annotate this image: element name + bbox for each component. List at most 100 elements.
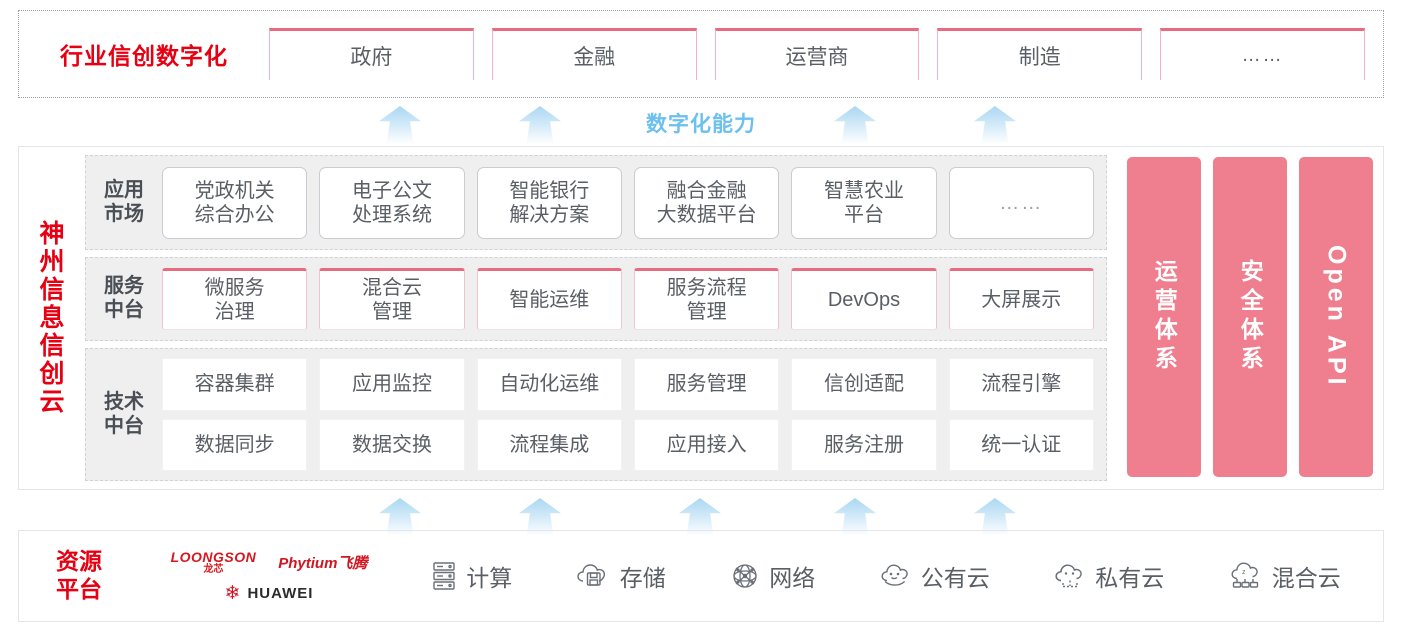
capability-arrow-strip-top: 数字化能力: [0, 100, 1402, 144]
resource-item-network[interactable]: 网络: [730, 559, 815, 593]
resource-arrow-strip-bottom: [0, 492, 1402, 536]
resource-item-label: 私有云: [1095, 565, 1165, 591]
cloud-title-char: 创: [39, 360, 65, 388]
capability-label: 数字化能力: [646, 113, 756, 136]
vendor-logo-row: ❄ HUAWEI: [225, 584, 314, 603]
app-card-fintech-bigdata[interactable]: 融合金融大数据平台: [633, 166, 780, 239]
tech-card-data-sync[interactable]: 数据同步: [162, 418, 308, 471]
industry-card-manufacturing[interactable]: 制造: [937, 28, 1143, 80]
resource-item-label: 计算: [466, 565, 513, 591]
tech-card-automated-ops[interactable]: 自动化运维: [476, 358, 622, 411]
service-card-dashboard-display[interactable]: 大屏展示: [948, 268, 1094, 330]
resource-item-label: 公有云: [920, 565, 990, 591]
cloud-title-char: 云: [39, 388, 65, 416]
loongson-logo-wordmark: LOONGSON: [170, 548, 257, 565]
cloud-title-char: 州: [39, 248, 65, 276]
band-label-service-platform: 服务 中台: [98, 275, 150, 322]
server-rack-icon: [431, 561, 457, 591]
app-card-more[interactable]: ……: [948, 166, 1094, 239]
cloud-storage-icon: [577, 562, 611, 590]
hybrid-cloud-icon: z: [1229, 562, 1263, 590]
app-card-smart-banking[interactable]: 智能银行解决方案: [476, 166, 622, 239]
band-technical-platform: 技术 中台 容器集群 应用监控 自动化运维 服务管理 信创适配 流程引擎: [85, 348, 1107, 481]
cloud-band-list: 应用 市场 党政机关综合办公 电子公文处理系统 智能银行解决方案 融合金融大数据…: [85, 155, 1107, 481]
band-label-line: 应用: [104, 178, 144, 201]
industry-band-title: 行业信创数字化: [60, 43, 228, 69]
resource-item-public-cloud[interactable]: 公有云: [880, 559, 990, 593]
resource-item-hybrid-cloud[interactable]: z 混合云: [1229, 559, 1341, 593]
vendor-logo-row: LOONGSON 龙芯 Phytium飞腾: [171, 550, 368, 575]
industry-band: 行业信创数字化 政府 金融 运营商 制造 ……: [18, 10, 1384, 98]
resource-item-storage[interactable]: 存储: [577, 559, 666, 593]
resource-item-private-cloud[interactable]: 私有云: [1054, 559, 1164, 593]
technical-card-row: 数据同步 数据交换 流程集成 应用接入 服务注册 统一认证: [162, 418, 1094, 471]
tech-card-data-exchange[interactable]: 数据交换: [319, 418, 465, 471]
vendor-logo-list: LOONGSON 龙芯 Phytium飞腾 ❄ HUAWEI: [139, 550, 399, 603]
technical-card-row: 容器集群 应用监控 自动化运维 服务管理 信创适配 流程引擎: [162, 358, 1094, 411]
tech-card-service-registry[interactable]: 服务注册: [791, 418, 937, 471]
application-card-list: 党政机关综合办公 电子公文处理系统 智能银行解决方案 融合金融大数据平台 智慧农…: [162, 166, 1094, 239]
side-panel-label: Open API: [1322, 245, 1351, 389]
technical-platform-inner: 技术 中台 容器集群 应用监控 自动化运维 服务管理 信创适配 流程引擎: [98, 358, 1094, 471]
technical-card-grid: 容器集群 应用监控 自动化运维 服务管理 信创适配 流程引擎 数据同步 数据交换…: [162, 358, 1094, 471]
cloud-title-char: 息: [39, 304, 65, 332]
tech-card-container-cluster[interactable]: 容器集群: [162, 358, 308, 411]
cloud-title-char: 信: [39, 276, 65, 304]
tech-card-process-engine[interactable]: 流程引擎: [948, 358, 1094, 411]
huawei-logo-wordmark: HUAWEI: [247, 584, 314, 602]
side-panel-operations-system[interactable]: 运营体系: [1127, 157, 1201, 477]
tech-card-app-monitoring[interactable]: 应用监控: [319, 358, 465, 411]
resource-title-line: 资源: [56, 548, 102, 575]
resource-item-compute[interactable]: 计算: [431, 559, 512, 593]
service-card-process-management[interactable]: 服务流程管理: [633, 268, 780, 330]
band-label-line: 中台: [104, 299, 144, 321]
service-card-intelligent-ops[interactable]: 智能运维: [476, 268, 622, 330]
svg-text:z: z: [1242, 569, 1246, 576]
resource-title-line: 平台: [56, 576, 102, 602]
industry-card-list: 政府 金融 运营商 制造 ……: [269, 28, 1383, 80]
phytium-logo: Phytium飞腾: [278, 554, 368, 572]
huawei-logo: ❄ HUAWEI: [225, 584, 314, 603]
service-card-hybrid-cloud-management[interactable]: 混合云管理: [319, 268, 465, 330]
resource-item-list: 计算 存储: [399, 559, 1383, 593]
side-panel-security-system[interactable]: 安全体系: [1213, 157, 1287, 477]
band-application-market: 应用 市场 党政机关综合办公 电子公文处理系统 智能银行解决方案 融合金融大数据…: [85, 155, 1107, 250]
app-card-e-document-system[interactable]: 电子公文处理系统: [319, 166, 465, 239]
industry-card-finance[interactable]: 金融: [491, 28, 697, 80]
band-service-platform: 服务 中台 微服务治理 混合云管理 智能运维 服务流程管理 DevOps 大屏展…: [85, 257, 1107, 341]
cloud-title-char: 信: [39, 332, 65, 360]
band-label-line: 中台: [104, 414, 144, 437]
tech-card-app-access[interactable]: 应用接入: [633, 418, 780, 471]
band-label-application-market: 应用 市场: [98, 179, 150, 226]
service-card-list: 微服务治理 混合云管理 智能运维 服务流程管理 DevOps 大屏展示: [162, 268, 1094, 330]
resource-platform-band: 资源 平台 LOONGSON 龙芯 Phytium飞腾 ❄ HUAWEI: [18, 530, 1384, 622]
band-label-line: 服务: [104, 275, 144, 298]
band-label-technical-platform: 技术 中台: [98, 391, 150, 438]
tech-card-xinchuang-adaptation[interactable]: 信创适配: [791, 358, 937, 411]
service-card-devops[interactable]: DevOps: [791, 268, 937, 330]
side-panel-open-api[interactable]: Open API: [1299, 157, 1373, 477]
cloud-title-char: 神: [39, 220, 65, 248]
industry-card-more[interactable]: ……: [1160, 28, 1365, 80]
app-card-government-office[interactable]: 党政机关综合办公: [162, 166, 308, 239]
resource-platform-title: 资源 平台: [19, 548, 139, 603]
band-label-line: 技术: [104, 390, 144, 413]
private-cloud-icon: [1054, 562, 1086, 590]
band-label-line: 市场: [104, 202, 144, 225]
side-panel-label: 运营体系: [1151, 259, 1178, 375]
tech-card-process-integration[interactable]: 流程集成: [476, 418, 622, 471]
public-cloud-icon: [880, 563, 912, 589]
service-card-microservice-governance[interactable]: 微服务治理: [162, 268, 308, 330]
network-mesh-icon: [730, 561, 760, 591]
loongson-logo-cjk: 龙芯: [203, 563, 224, 575]
resource-item-label: 混合云: [1271, 565, 1341, 591]
resource-item-label: 网络: [769, 565, 816, 591]
cloud-platform-body: 应用 市场 党政机关综合办公 电子公文处理系统 智能银行解决方案 融合金融大数据…: [85, 147, 1383, 489]
industry-card-telecom[interactable]: 运营商: [714, 28, 920, 80]
cloud-platform-panel: 神 州 信 息 信 创 云 应用 市场 党政机关综合办公 电子公文处理系统: [18, 146, 1384, 490]
tech-card-service-management[interactable]: 服务管理: [633, 358, 780, 411]
industry-card-government[interactable]: 政府: [269, 28, 474, 80]
tech-card-unified-auth[interactable]: 统一认证: [948, 418, 1094, 471]
app-card-smart-agriculture[interactable]: 智慧农业平台: [791, 166, 937, 239]
